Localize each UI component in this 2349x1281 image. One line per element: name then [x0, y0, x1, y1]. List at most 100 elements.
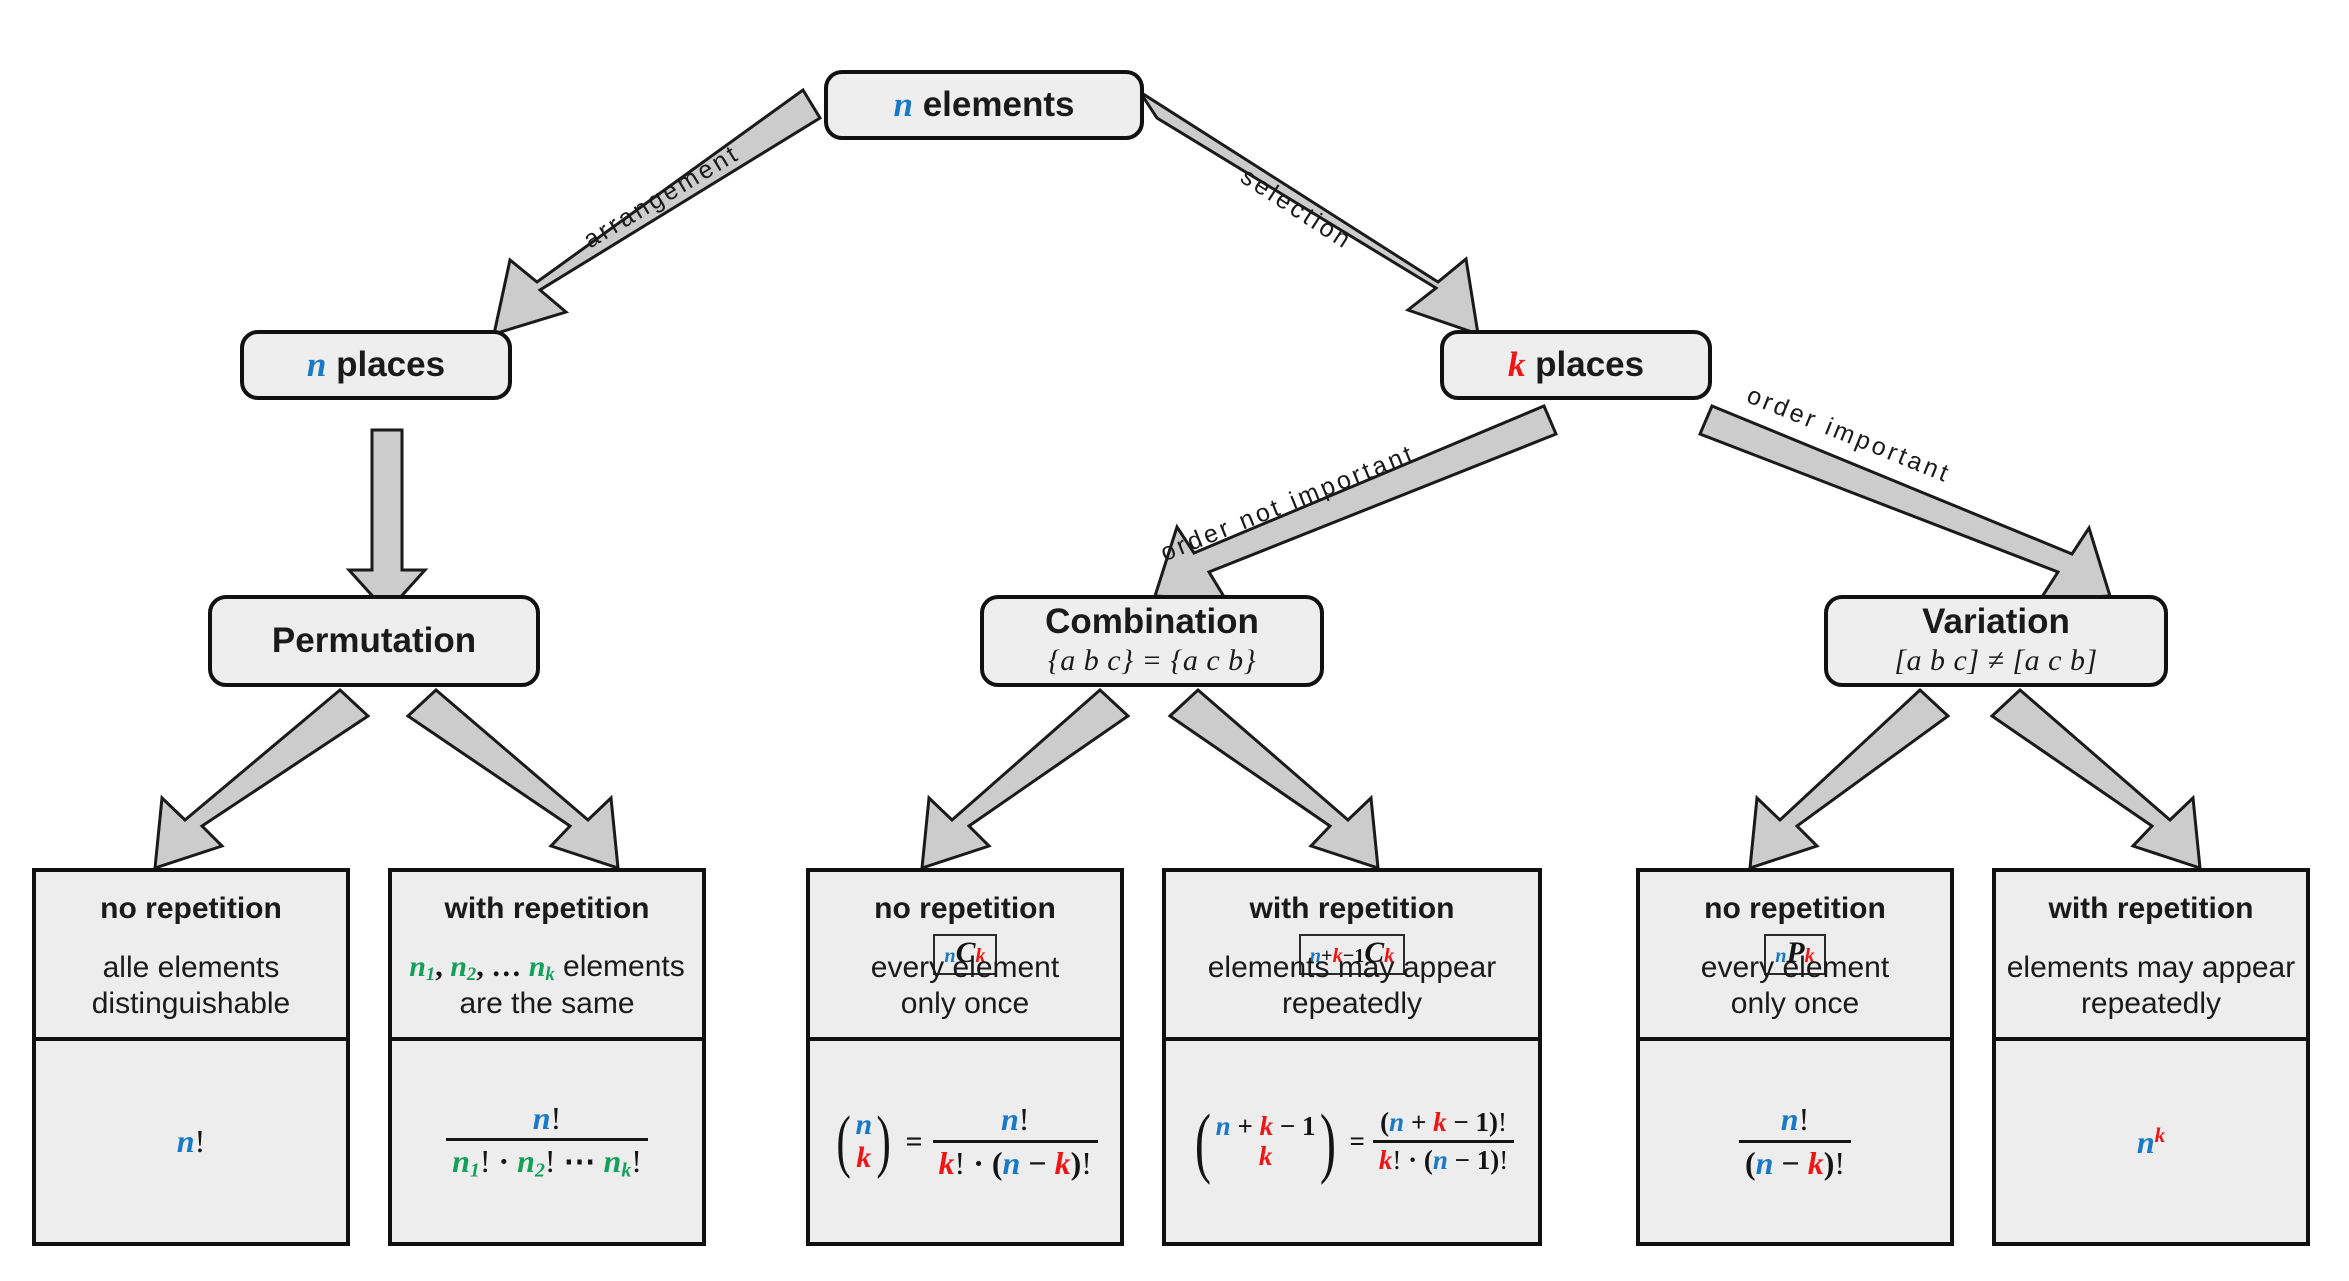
- desc-line: every element: [870, 950, 1060, 984]
- card-upper: with repetition n1, n2, … nk elements ar…: [392, 872, 702, 1041]
- symbol-n2: n2: [450, 949, 477, 985]
- arrow-k-places-to-variation: [1698, 404, 2112, 602]
- node-variation-notation: [a b c] ≠ [a c b]: [1894, 643, 2098, 677]
- card-formula: n! (n − k)!: [1640, 1041, 1950, 1242]
- notation-n-plus-k-minus-1-C-k: n+k−1Ck: [1298, 934, 1406, 976]
- fraction-denominator: k! · (n − k)!: [932, 1139, 1098, 1181]
- card-description: elements may appear repeatedly: [1996, 950, 2306, 1023]
- card-formula: n! n1! · n2! ⋯ nk!: [392, 1041, 702, 1242]
- card-header: no repetition: [874, 892, 1056, 925]
- card-combination-no-repetition[interactable]: no repetition nCk every element only onc…: [806, 868, 1124, 1246]
- formula-n-to-the-k: nk: [2136, 1122, 2166, 1160]
- card-variation-with-repetition[interactable]: with repetition elements may appear repe…: [1992, 868, 2310, 1246]
- arrow-combination-to-no-repetition: [920, 687, 1131, 871]
- arrow-variation-to-with-repetition: [1989, 687, 2202, 871]
- card-header: with repetition: [1249, 892, 1455, 925]
- card-variation-no-repetition[interactable]: no repetition nPk every element only onc…: [1636, 868, 1954, 1246]
- desc-line: n1, n2, … nk elements: [409, 949, 685, 985]
- card-upper: with repetition n+k−1Ck elements may app…: [1166, 872, 1538, 1041]
- desc-line: elements may appear: [1207, 950, 1497, 984]
- arrow-k-places-to-combination: [1152, 404, 1558, 602]
- node-n-elements-title: n elements: [893, 84, 1075, 124]
- desc-line: distinguishable: [91, 987, 291, 1021]
- desc-line: alle elements: [102, 950, 280, 984]
- symbol-n: n: [306, 344, 327, 384]
- desc-line: elements may appear: [2006, 950, 2296, 984]
- card-description: alle elements distinguishable: [36, 950, 346, 1023]
- card-description: elements may appear repeatedly: [1166, 950, 1538, 1023]
- node-n-places-word: places: [336, 344, 446, 384]
- arrow-variation-to-no-repetition: [1748, 687, 1951, 871]
- fraction: n! n1! · n2! ⋯ nk!: [446, 1099, 648, 1182]
- symbol-k: k: [1507, 344, 1526, 384]
- fraction: n! (n − k)!: [1739, 1102, 1851, 1180]
- node-combination-title: Combination: [1045, 602, 1259, 642]
- card-combination-with-repetition[interactable]: with repetition n+k−1Ck elements may app…: [1162, 868, 1542, 1246]
- fraction-denominator: (n − k)!: [1739, 1139, 1851, 1181]
- card-symbol: nCk: [933, 934, 997, 976]
- symbol-nk: nk: [528, 949, 555, 985]
- fraction-numerator: n!: [532, 1099, 562, 1136]
- desc-word: elements: [554, 949, 685, 983]
- desc-line: are the same: [459, 987, 635, 1021]
- card-formula: n!: [36, 1041, 346, 1242]
- arrow-permutation-to-no-repetition: [153, 687, 371, 871]
- binomial-n-plus-k-minus-1-k: ( n + k − 1 k ): [1194, 1097, 1337, 1185]
- edge-label-order-important: order important: [1742, 381, 1956, 489]
- node-n-elements-word: elements: [922, 84, 1075, 124]
- card-symbol: nPk: [1764, 934, 1826, 976]
- notation-nPk: nPk: [1764, 934, 1826, 976]
- node-k-places[interactable]: k places: [1440, 330, 1712, 400]
- arrow-permutation-to-with-repetition: [405, 687, 620, 871]
- node-n-places[interactable]: n places: [240, 330, 512, 400]
- card-upper: no repetition alle elements distinguisha…: [36, 872, 346, 1041]
- desc-line: only once: [1730, 987, 1860, 1021]
- symbol-n: n: [893, 84, 913, 124]
- fraction-denominator: k! · (n − 1)!: [1372, 1139, 1515, 1176]
- card-header: with repetition: [2048, 892, 2254, 925]
- card-header: no repetition: [1704, 892, 1886, 925]
- fraction: (n + k − 1)! k! · (n − 1)!: [1372, 1106, 1515, 1176]
- node-combination[interactable]: Combination {a b c} = {a c b}: [980, 595, 1324, 687]
- node-permutation-title: Permutation: [271, 620, 477, 660]
- card-header: no repetition: [100, 892, 282, 925]
- card-upper: no repetition nCk every element only onc…: [810, 872, 1120, 1041]
- fraction-numerator: n!: [1780, 1101, 1810, 1138]
- desc-line: only once: [900, 987, 1030, 1021]
- desc-line: repeatedly: [1281, 987, 1423, 1021]
- node-permutation[interactable]: Permutation: [208, 595, 540, 687]
- desc-line: every element: [1700, 950, 1890, 984]
- node-n-elements[interactable]: n elements: [824, 70, 1144, 140]
- node-k-places-word: places: [1535, 344, 1645, 384]
- card-permutation-with-repetition[interactable]: with repetition n1, n2, … nk elements ar…: [388, 868, 706, 1246]
- fraction: n! k! · (n − k)!: [932, 1101, 1098, 1181]
- edge-label-order-not-important: order not important: [1156, 439, 1420, 568]
- node-variation-title: Variation: [1922, 602, 2070, 642]
- card-header: with repetition: [444, 892, 650, 925]
- card-permutation-no-repetition[interactable]: no repetition alle elements distinguisha…: [32, 868, 350, 1246]
- formula-n: n: [176, 1123, 195, 1159]
- edge-label-selection: selection: [1235, 162, 1358, 256]
- card-description: every element only once: [1640, 950, 1950, 1023]
- card-upper: with repetition elements may appear repe…: [1996, 872, 2306, 1041]
- edge-label-arrangement: arrangement: [578, 138, 745, 255]
- arrow-combination-to-with-repetition: [1167, 687, 1380, 871]
- desc-line: repeatedly: [2080, 987, 2222, 1021]
- card-formula: nk: [1996, 1041, 2306, 1242]
- node-n-places-title: n places: [306, 344, 446, 384]
- card-formula: ( n + k − 1 k ) = (n + k − 1)! k! · (n −…: [1166, 1041, 1538, 1242]
- notation-nCk: nCk: [933, 934, 997, 976]
- card-symbol: n+k−1Ck: [1298, 934, 1406, 976]
- card-upper: no repetition nPk every element only onc…: [1640, 872, 1950, 1041]
- card-description: every element only once: [810, 950, 1120, 1023]
- node-combination-notation: {a b c} = {a c b}: [1047, 643, 1257, 677]
- formula-factorial: !: [194, 1123, 206, 1159]
- node-k-places-title: k places: [1507, 344, 1645, 384]
- fraction-numerator: n!: [1000, 1101, 1030, 1138]
- node-variation[interactable]: Variation [a b c] ≠ [a c b]: [1824, 595, 2168, 687]
- fraction-denominator: n1! · n2! ⋯ nk!: [446, 1138, 648, 1182]
- fraction-numerator: (n + k − 1)!: [1380, 1106, 1507, 1137]
